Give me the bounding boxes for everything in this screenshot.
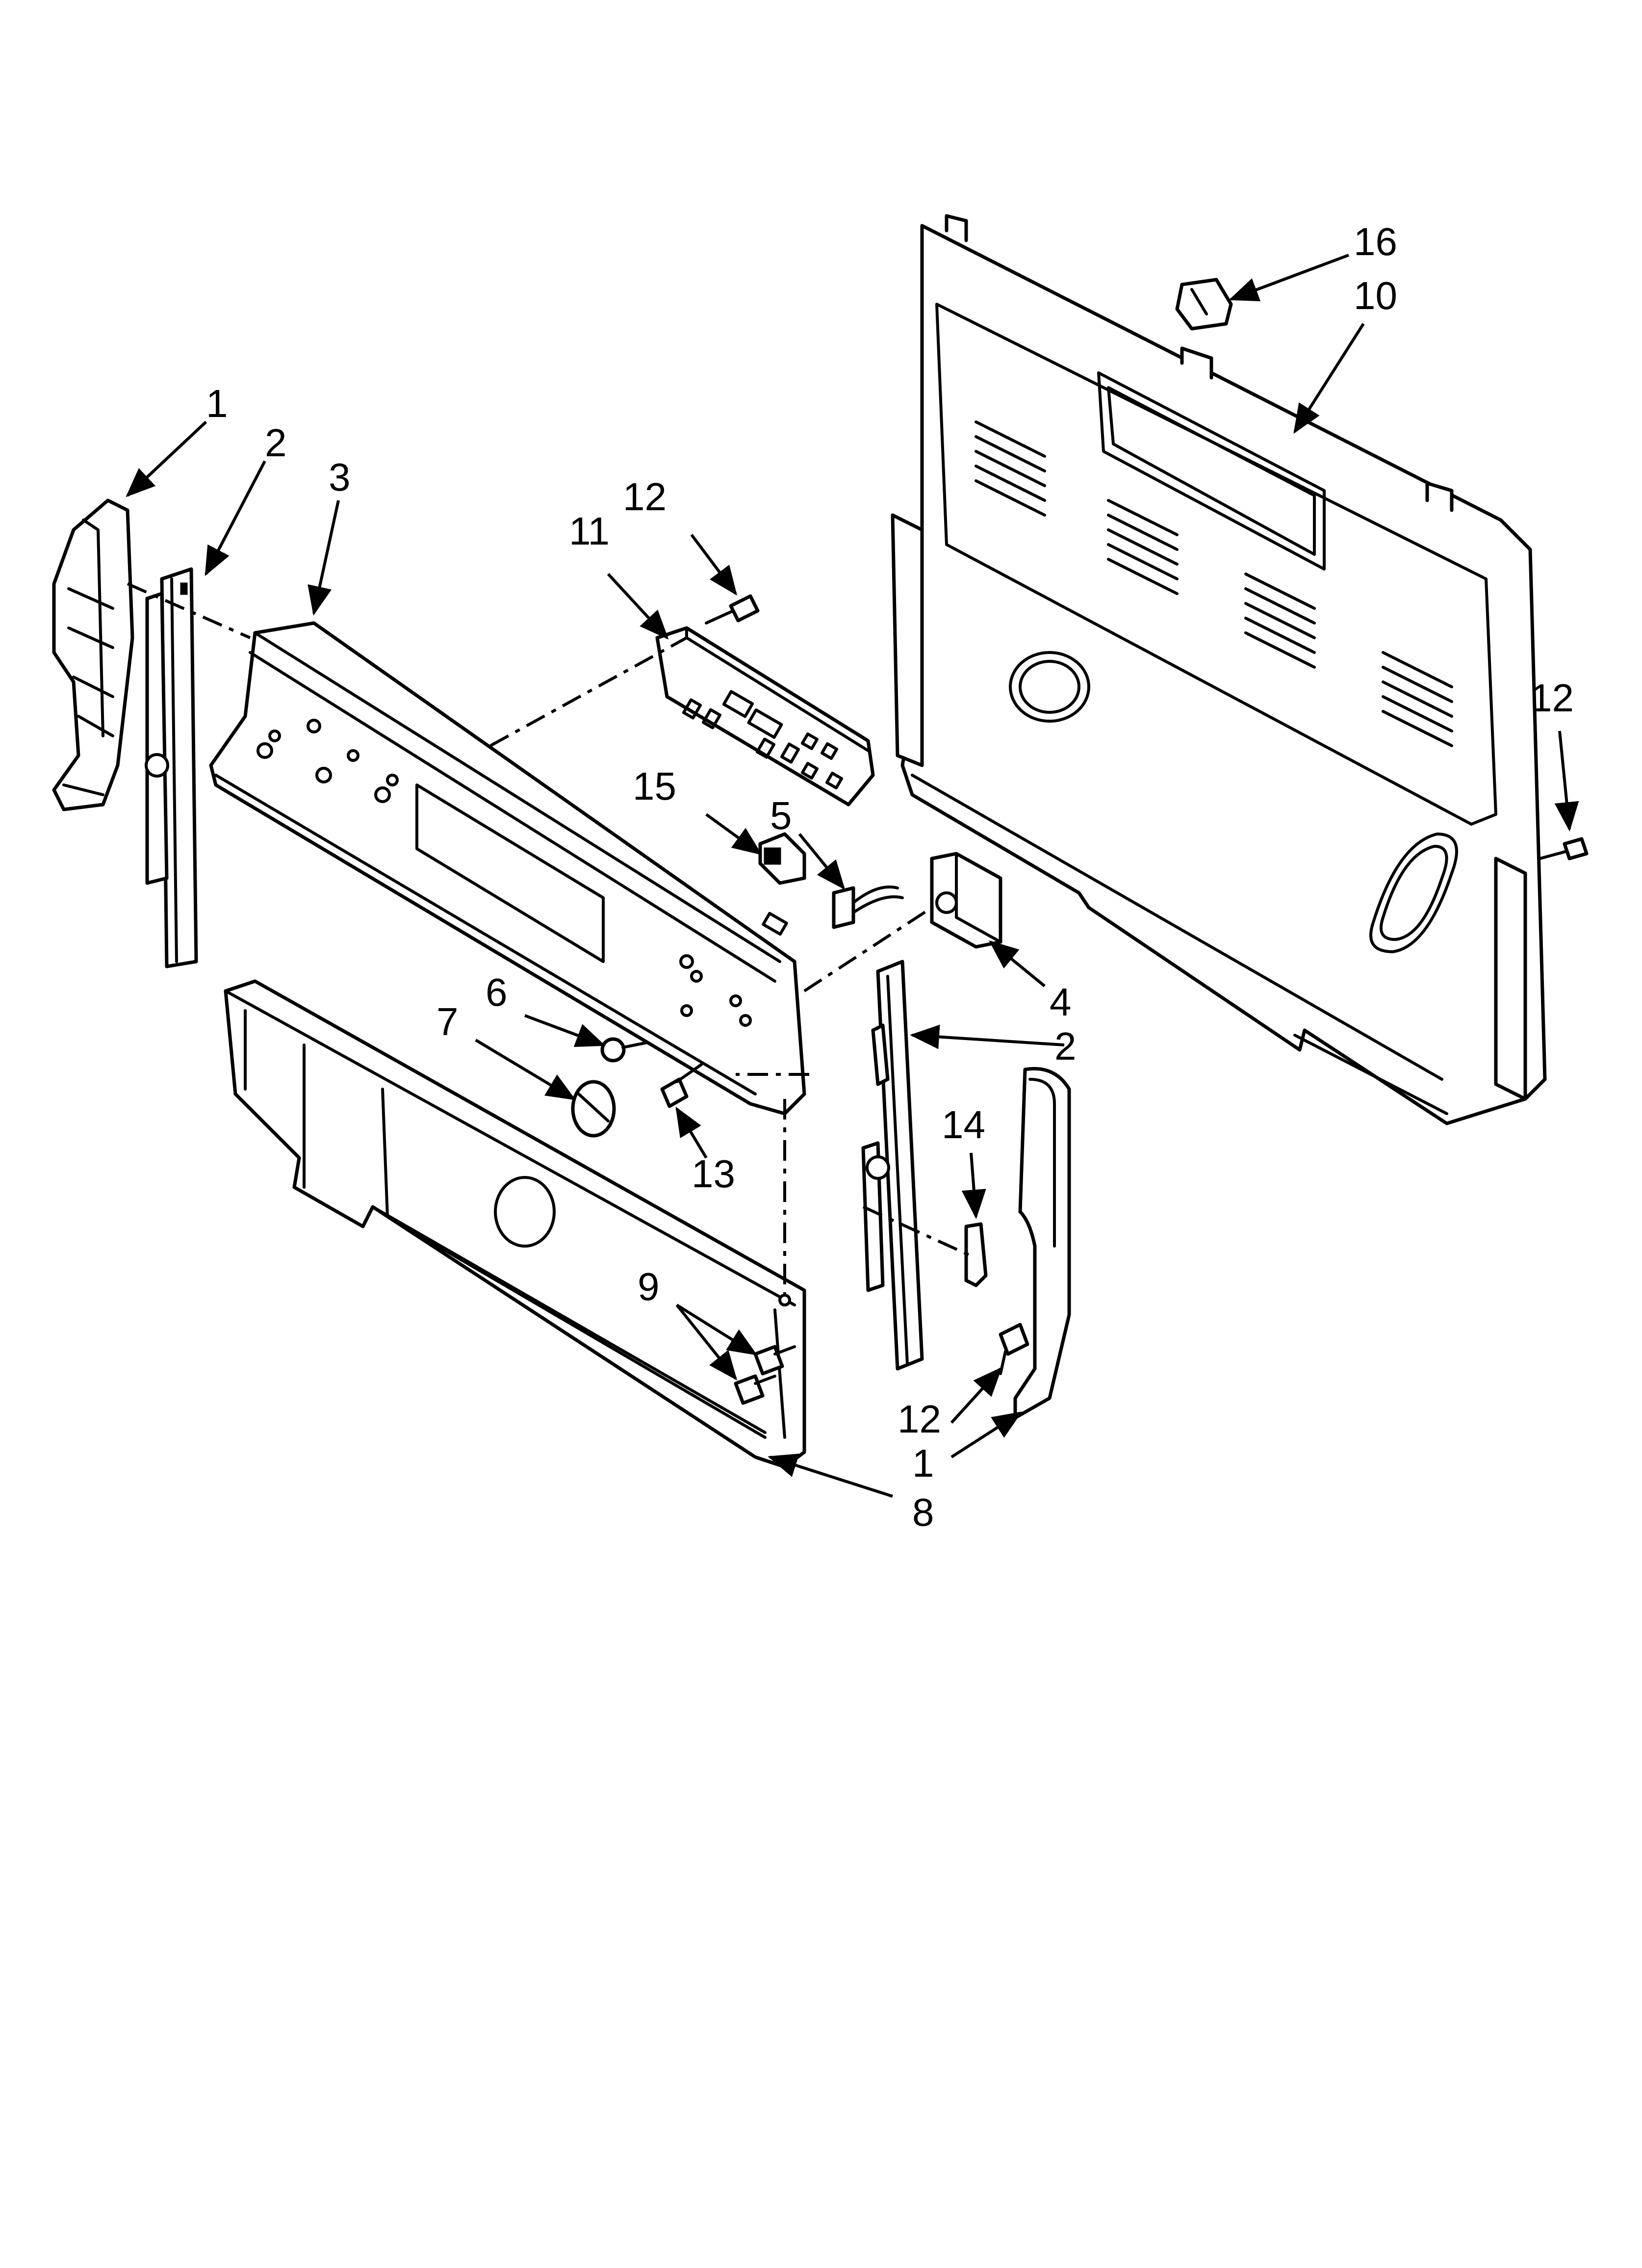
callout-label: 11	[569, 509, 610, 553]
control-keypad-buttons	[682, 690, 844, 790]
callout-label: 10	[1354, 274, 1397, 317]
plug-part-6	[600, 1037, 649, 1063]
callout-label: 5	[770, 794, 792, 837]
callout-label: 12	[623, 475, 667, 519]
clip-part-14	[964, 1222, 988, 1287]
vent-slots-far-right	[1382, 651, 1453, 747]
callout-label: 3	[329, 455, 351, 499]
callout-label: 1	[912, 1441, 934, 1485]
callout-label: 12	[898, 1397, 941, 1441]
callout-label: 8	[912, 1490, 934, 1534]
clip-part-16	[1175, 278, 1233, 331]
callout-label: 14	[942, 1103, 985, 1147]
callout-label: 2	[265, 421, 287, 465]
side-bracket-right-part-2	[861, 960, 924, 1371]
callout-label: 1	[206, 382, 228, 425]
component-part-4	[930, 852, 1002, 949]
callout-label: 7	[436, 1000, 459, 1043]
screw-part-12-right	[1539, 837, 1589, 860]
screw-part-13	[660, 1063, 703, 1108]
callout-label: 4	[1050, 980, 1072, 1024]
screw-part-12-lower	[999, 1323, 1029, 1375]
callout-label: 6	[486, 970, 508, 1014]
callout-label: 16	[1354, 220, 1397, 263]
lower-panel-part-8	[224, 979, 806, 1469]
vent-slots-upper-left	[975, 420, 1046, 517]
side-bracket-left-part-2	[145, 567, 198, 968]
knob-part-7	[571, 1080, 616, 1138]
callout-labels: 1 2 3 11 12 16 10 12 15 5 4 2 6 7 13 14 …	[206, 220, 1574, 1534]
screws-part-9	[734, 1345, 796, 1405]
callout-label: 13	[692, 1152, 735, 1196]
rear-panel-part-10	[891, 214, 1547, 1125]
callout-label: 2	[1054, 1024, 1077, 1068]
callout-label: 15	[633, 764, 676, 808]
end-cap-right-part-1	[1013, 1067, 1071, 1420]
wire-harness-part-5	[832, 886, 904, 929]
control-panel-part-3	[209, 621, 806, 1116]
alignment-lines	[127, 582, 972, 1295]
switch-part-15	[758, 832, 806, 885]
vent-slots-mid	[1107, 499, 1179, 595]
leader-arrows	[126, 254, 1579, 1498]
electronic-control-part-11	[655, 626, 875, 807]
callout-label: 9	[638, 1265, 660, 1308]
vent-slots-right	[1244, 573, 1316, 669]
end-cap-left-part-1	[52, 498, 134, 811]
callout-label: 12	[1530, 676, 1574, 720]
screw-part-12-top	[705, 594, 760, 625]
